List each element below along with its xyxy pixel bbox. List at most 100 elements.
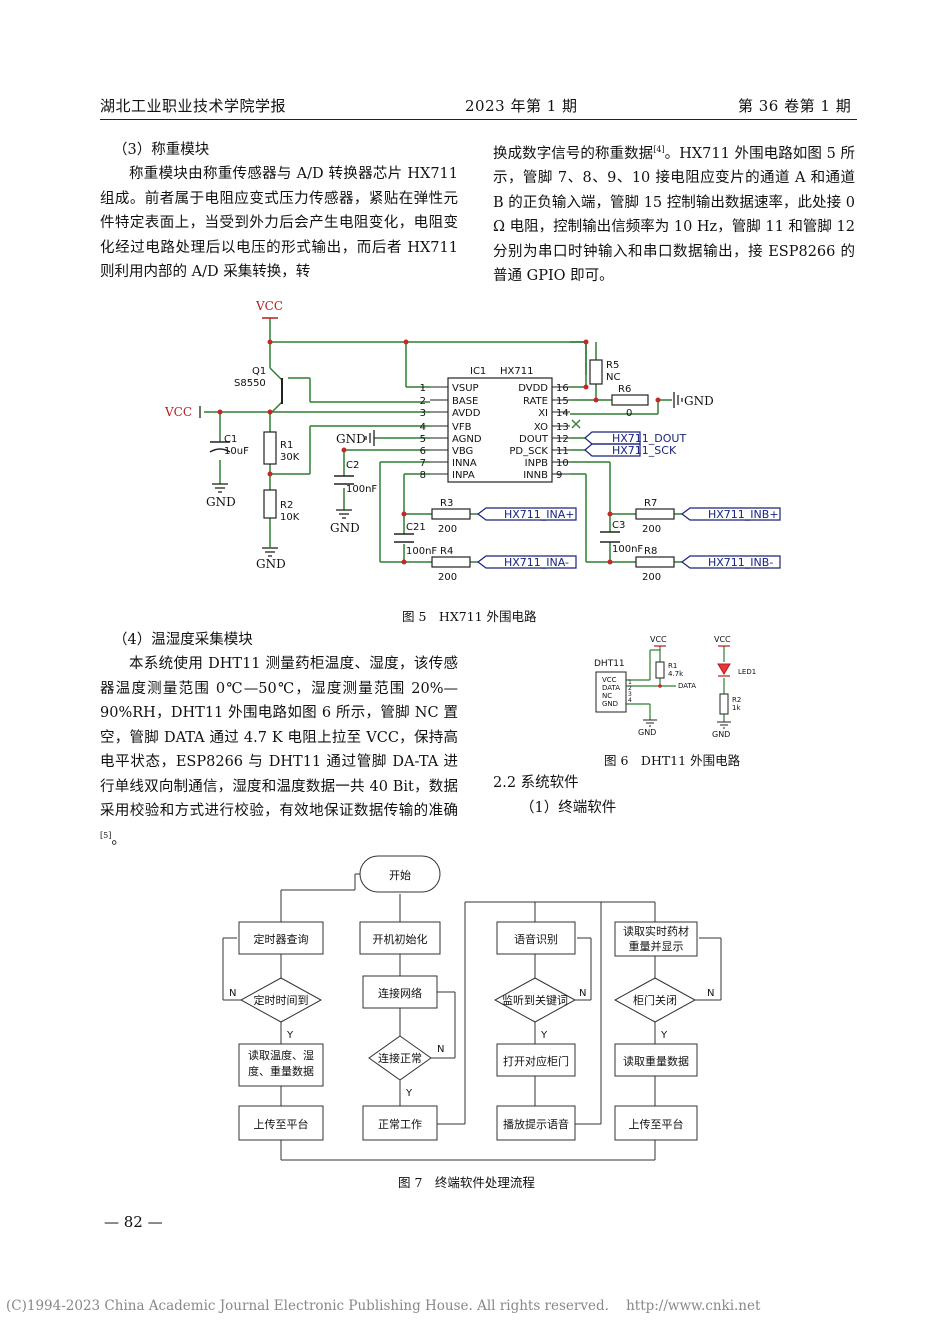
- pin-num: 2: [420, 396, 426, 407]
- flow-start: [359, 855, 441, 893]
- pin-num: 6: [420, 446, 426, 457]
- pin-name: DVDD: [518, 383, 548, 394]
- r6-value: 0: [626, 408, 632, 419]
- flow-node-label: 语音识别: [514, 932, 558, 946]
- citation: [4]: [653, 145, 665, 154]
- flow-decision-label: 连接正常: [378, 1052, 422, 1065]
- r7-label: R7: [644, 498, 657, 509]
- r7-value: 200: [642, 524, 661, 535]
- dht11-chip-label: DHT11: [594, 659, 625, 669]
- flow-node-label: 读取实时药材重量并显示: [623, 925, 689, 953]
- flow-no-label: N: [437, 1044, 444, 1055]
- pin-num: 2: [628, 685, 632, 692]
- gnd-label: GND: [638, 728, 656, 737]
- pin-name: PD_SCK: [509, 446, 548, 457]
- section-heading-weighing: （3）称重模块: [113, 142, 210, 158]
- r2-value: 1k: [732, 704, 741, 712]
- hx711-chip: [447, 377, 553, 483]
- net-ina-plus: HX711_INA+: [504, 508, 575, 521]
- flow-decision-label: 柜门关闭: [633, 993, 677, 1007]
- flow-node-label: 播放提示语音: [503, 1117, 569, 1131]
- figure5-caption: 图 5 HX711 外围电路: [402, 609, 537, 624]
- r1-value: 30K: [280, 452, 300, 463]
- led-label: LED1: [738, 668, 756, 676]
- flow-node: [238, 921, 324, 955]
- flow-node-label: 读取温度、湿度、重量数据: [248, 1049, 314, 1078]
- text-segment: 。HX711 外围电路如图 5 所示，管脚 7、8、9、10 接电阻应变片的通道…: [493, 145, 856, 285]
- vcc-label: VCC: [714, 635, 731, 644]
- pin-name: RATE: [523, 396, 548, 407]
- c1-value: 10uF: [224, 446, 249, 457]
- section-heading-software: 2.2 系统软件: [493, 775, 579, 791]
- pin-num: 4: [628, 697, 632, 704]
- pin-name: INNB: [523, 470, 548, 481]
- pin-num: 7: [420, 458, 426, 469]
- flow-node-label: 定时器查询: [254, 932, 309, 946]
- pin-name: VCC: [602, 676, 617, 684]
- r3-value: 200: [438, 524, 457, 535]
- flow-decision: [613, 977, 697, 1023]
- flow-node-label: 上传至平台: [629, 1117, 684, 1131]
- pin-num: 3: [628, 691, 632, 698]
- q1-part-label: S8550: [234, 378, 266, 389]
- text-segment: 。: [111, 831, 126, 848]
- flow-node: [496, 1043, 576, 1077]
- gnd-label: GND: [256, 557, 286, 571]
- flow-node: [496, 921, 576, 955]
- net-sck: HX711_SCK: [612, 444, 677, 457]
- flow-node: [496, 1105, 576, 1141]
- paragraph-hx711: 换成数字信号的称重数据[4]。HX711 外围电路如图 5 所示，管脚 7、8、…: [493, 138, 855, 289]
- figure7-caption: 图 7 终端软件处理流程: [398, 1175, 535, 1190]
- r1-label: R1: [280, 440, 293, 451]
- flow-node-text-box: 读取实时药材重量并显示: [623, 925, 689, 953]
- flow-decision: [239, 977, 323, 1023]
- subsection-heading-terminal: （1）终端软件: [520, 800, 617, 816]
- r1-label: R1: [668, 662, 677, 670]
- data-net-label: DATA: [678, 682, 696, 690]
- flow-decision: [493, 977, 577, 1023]
- flow-yes-label: Y: [286, 1030, 294, 1041]
- section-heading-humidity: （4）温湿度采集模块: [113, 632, 253, 648]
- r2-value: 10K: [280, 512, 300, 523]
- flow-yes-label: Y: [540, 1030, 548, 1041]
- pin-num: 1: [420, 383, 426, 394]
- pin-name: GND: [602, 700, 618, 708]
- gnd-label: GND: [336, 432, 366, 446]
- ic-ref-label: IC1: [470, 366, 486, 377]
- flow-node: [362, 975, 438, 1009]
- c2-label: C2: [346, 460, 359, 471]
- journal-name: 湖北工业职业技术学院学报: [100, 97, 287, 115]
- flow-yes-label: Y: [405, 1088, 413, 1099]
- r6-label: R6: [618, 384, 631, 395]
- flow-node: [614, 921, 698, 957]
- r2-label: R2: [280, 500, 293, 511]
- pin-name: VSUP: [452, 383, 479, 394]
- q1-label: Q1: [252, 366, 266, 377]
- text-segment: 本系统使用 DHT11 测量药柜温度、湿度，该传感器温度测量范围 0℃—50℃，…: [100, 656, 458, 819]
- c2-value: 100nF: [346, 484, 377, 495]
- c21-label: C21: [406, 522, 426, 533]
- pin-num: 16: [556, 383, 569, 394]
- flow-yes-label: Y: [660, 1030, 668, 1041]
- flow-node-label: 打开对应柜门: [503, 1054, 569, 1068]
- pin-num: 3: [420, 408, 426, 419]
- c1-label: C1: [224, 434, 237, 445]
- gnd-label: GND: [712, 730, 730, 739]
- gnd-label: GND: [684, 394, 714, 408]
- figure-flowchart: 开始 定时器查询 定时时间到 读取温度、湿度、重量数据 上传至平台 开机初始化 …: [222, 855, 722, 1161]
- c21-value: 100nF: [406, 546, 437, 557]
- ic-name-label: HX711: [500, 366, 533, 377]
- pin-num: 10: [556, 458, 569, 469]
- figure6-caption: 图 6 DHT11 外围电路: [604, 753, 741, 768]
- r5-label: R5: [606, 360, 619, 371]
- net-dout: HX711_DOUT: [612, 432, 686, 445]
- copyright-footer: (C)1994-2023 China Academic Journal Elec…: [6, 1298, 761, 1314]
- pin-name: INPB: [525, 458, 548, 469]
- flow-node-text-box: 读取温度、湿度、重量数据: [248, 1049, 314, 1078]
- pin-num: 1: [628, 679, 632, 686]
- r8-label: R8: [644, 546, 657, 557]
- flow-node-label: 上传至平台: [254, 1117, 309, 1131]
- flow-node: [614, 1043, 698, 1077]
- flow-decision: [368, 1035, 432, 1081]
- r5-value: NC: [606, 372, 620, 383]
